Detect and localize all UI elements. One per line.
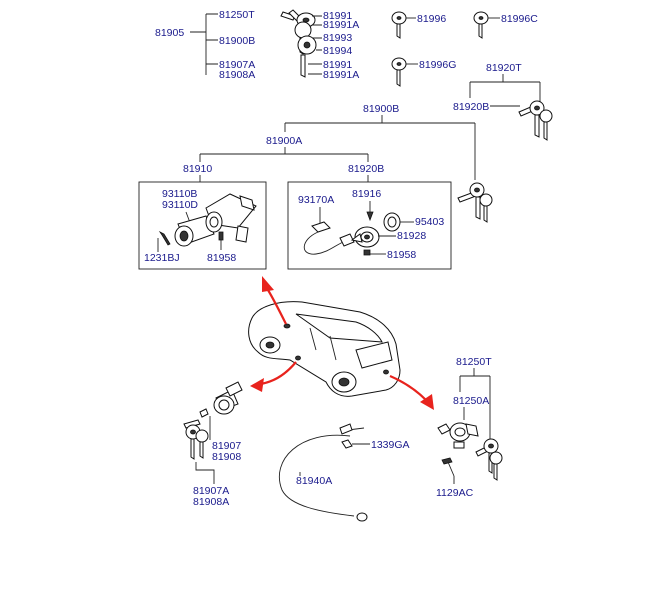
label-81250t-top: 81250T <box>219 9 255 21</box>
label-81940a: 81940A <box>296 475 332 487</box>
label-93110b: 93110B <box>162 188 197 200</box>
label-81920b-mid: 81920B <box>348 163 384 175</box>
key-bundle-icon <box>280 9 317 78</box>
label-81907: 81907 <box>212 440 241 452</box>
key-pair-81920b-icon <box>518 100 553 141</box>
label-81994: 81994 <box>323 45 352 57</box>
key-81996g-icon <box>391 57 407 87</box>
label-81907a-bottom: 81907A <box>193 485 229 497</box>
release-cable-icon <box>278 423 368 522</box>
box-81920b <box>287 181 452 270</box>
tailgate-lock-harness-icon <box>303 221 355 255</box>
key-pair-tailgate-icon <box>457 182 493 223</box>
label-81905: 81905 <box>155 27 184 39</box>
label-81996c: 81996C <box>501 13 538 25</box>
label-81993: 81993 <box>323 32 352 44</box>
label-81250a: 81250A <box>453 395 489 407</box>
label-81928: 81928 <box>397 230 426 242</box>
label-81958-right: 81958 <box>387 249 416 261</box>
label-95403: 95403 <box>415 216 444 228</box>
door-lock-cylinder-icon <box>199 381 243 418</box>
arrow-to-ignition <box>262 276 287 325</box>
label-81996g: 81996G <box>419 59 456 71</box>
label-81908a-top: 81908A <box>219 69 255 81</box>
label-81900a: 81900A <box>266 135 302 147</box>
label-81991a-a: 81991A <box>323 19 359 31</box>
label-81900b-mid: 81900B <box>363 103 399 115</box>
label-81996: 81996 <box>417 13 446 25</box>
key-81996-icon <box>391 11 407 39</box>
label-81250t-bottom: 81250T <box>456 356 492 368</box>
arrow-to-door-lock <box>250 361 297 392</box>
label-1339ga: 1339GA <box>371 439 410 451</box>
lock-cover-icon <box>383 212 401 232</box>
arrow-to-tailgate-lock <box>389 374 434 410</box>
label-81916: 81916 <box>352 188 381 200</box>
key-set-81905: 81905 81250T 81900B 81907A 81908A 81991 … <box>155 9 359 81</box>
label-81991-a: 81991 <box>323 10 352 22</box>
box-81910 <box>138 181 267 270</box>
label-1231bj: 1231BJ <box>144 252 180 264</box>
label-81907a-top: 81907A <box>219 59 255 71</box>
label-81958-left: 81958 <box>207 252 236 264</box>
tailgate-lock-cylinder-icon <box>350 226 380 248</box>
key-81996c-icon <box>473 11 489 39</box>
ignition-switch-assembly-icon <box>174 193 257 247</box>
label-81991a-b: 81991A <box>323 69 359 81</box>
key-pair-81250t-icon <box>475 438 503 481</box>
label-1129ac: 1129AC <box>436 487 474 499</box>
minivan-illustration <box>248 301 401 397</box>
label-81910: 81910 <box>183 163 212 175</box>
label-81920b-right: 81920B <box>453 101 489 113</box>
label-93110d: 93110D <box>162 199 198 211</box>
key-pair-door-icon <box>183 419 209 460</box>
label-81900b-top: 81900B <box>219 35 255 47</box>
label-81920t: 81920T <box>486 62 522 74</box>
label-81991-b: 81991 <box>323 59 352 71</box>
label-81908: 81908 <box>212 451 241 463</box>
clip-1339ga-icon <box>341 439 353 449</box>
label-93170a: 93170A <box>298 194 334 206</box>
tailgate-cylinder-81250a-icon <box>437 422 479 449</box>
label-81908a-bottom: 81908A <box>193 496 229 508</box>
